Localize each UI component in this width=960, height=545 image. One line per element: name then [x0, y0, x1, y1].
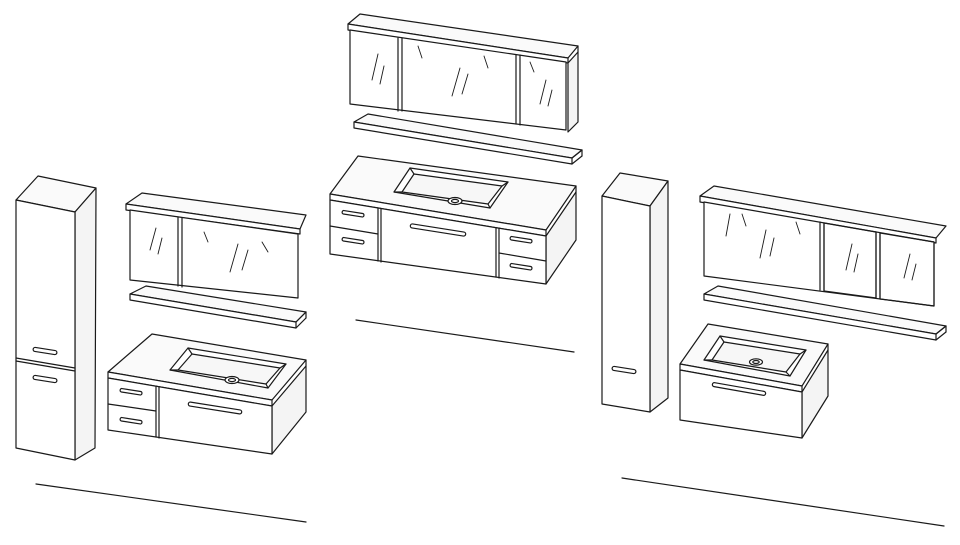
tall-cabinet-door-split	[15, 357, 76, 369]
center-main-drawer-handle	[409, 223, 467, 237]
vanity-right	[679, 323, 829, 439]
mirror-shelf-side	[295, 311, 307, 323]
mirror-cabinet-center	[347, 13, 583, 165]
sink-drain	[224, 375, 240, 385]
tall-cabinet-handle-lower	[32, 374, 58, 384]
tall-cabinet-left	[15, 175, 97, 461]
right-tall-cabinet-front	[601, 195, 651, 413]
set-center	[329, 13, 583, 353]
mirror-reflection-marks	[149, 227, 269, 273]
right-mirror-reflection-marks	[725, 213, 917, 281]
tall-cabinet-right	[601, 172, 669, 413]
tall-cabinet-handle-upper	[32, 346, 58, 356]
tall-cabinet-front	[15, 199, 76, 461]
floor-line-center	[355, 319, 575, 353]
tall-cabinet-side	[74, 187, 97, 461]
right-vanity-front	[679, 369, 803, 439]
center-vanity-front	[329, 199, 547, 285]
tall-cabinet-door-split2	[15, 360, 76, 372]
vanity-left	[107, 333, 307, 455]
mirror-panel	[129, 209, 299, 299]
mirror-cabinet-right	[699, 185, 947, 341]
right-vanity-drawer-handle	[711, 382, 767, 396]
right-tall-cabinet-side	[649, 180, 669, 413]
vanity-center	[329, 155, 577, 285]
center-mirror-reflection-marks	[371, 45, 553, 107]
set-left	[15, 175, 307, 523]
right-mirror-top-front	[699, 195, 937, 244]
center-drawer-handle-1	[341, 209, 365, 218]
right-tall-cabinet-handle	[611, 365, 637, 375]
vanity-drawer-split	[107, 403, 157, 412]
center-mirror-panel	[349, 29, 567, 131]
set-right	[601, 172, 947, 527]
floor-line-right	[621, 477, 945, 527]
right-mirror-door-frame-2	[879, 232, 935, 307]
center-mirror-side	[567, 51, 579, 133]
center-right-drawer-split	[498, 252, 547, 262]
right-mirror-door-frame-1	[823, 222, 877, 299]
floor-line-left	[35, 483, 307, 523]
center-sink-drain	[447, 196, 463, 206]
vanity-drawer-handle-1	[119, 387, 143, 396]
center-left-drawer-split	[329, 225, 379, 235]
center-drawer-handle-2	[341, 236, 365, 245]
center-drawer-handle-3	[509, 235, 533, 244]
vanity-front	[107, 377, 273, 455]
mirror-shelf-side2	[295, 317, 307, 329]
vanity-drawer-handle-2	[119, 416, 143, 425]
vanity-main-drawer-handle	[187, 401, 243, 415]
mirror-top-front	[125, 203, 301, 235]
mirror-cabinet-left	[125, 192, 307, 329]
right-sink-drain	[748, 358, 764, 366]
center-drawer-handle-4	[509, 262, 533, 271]
